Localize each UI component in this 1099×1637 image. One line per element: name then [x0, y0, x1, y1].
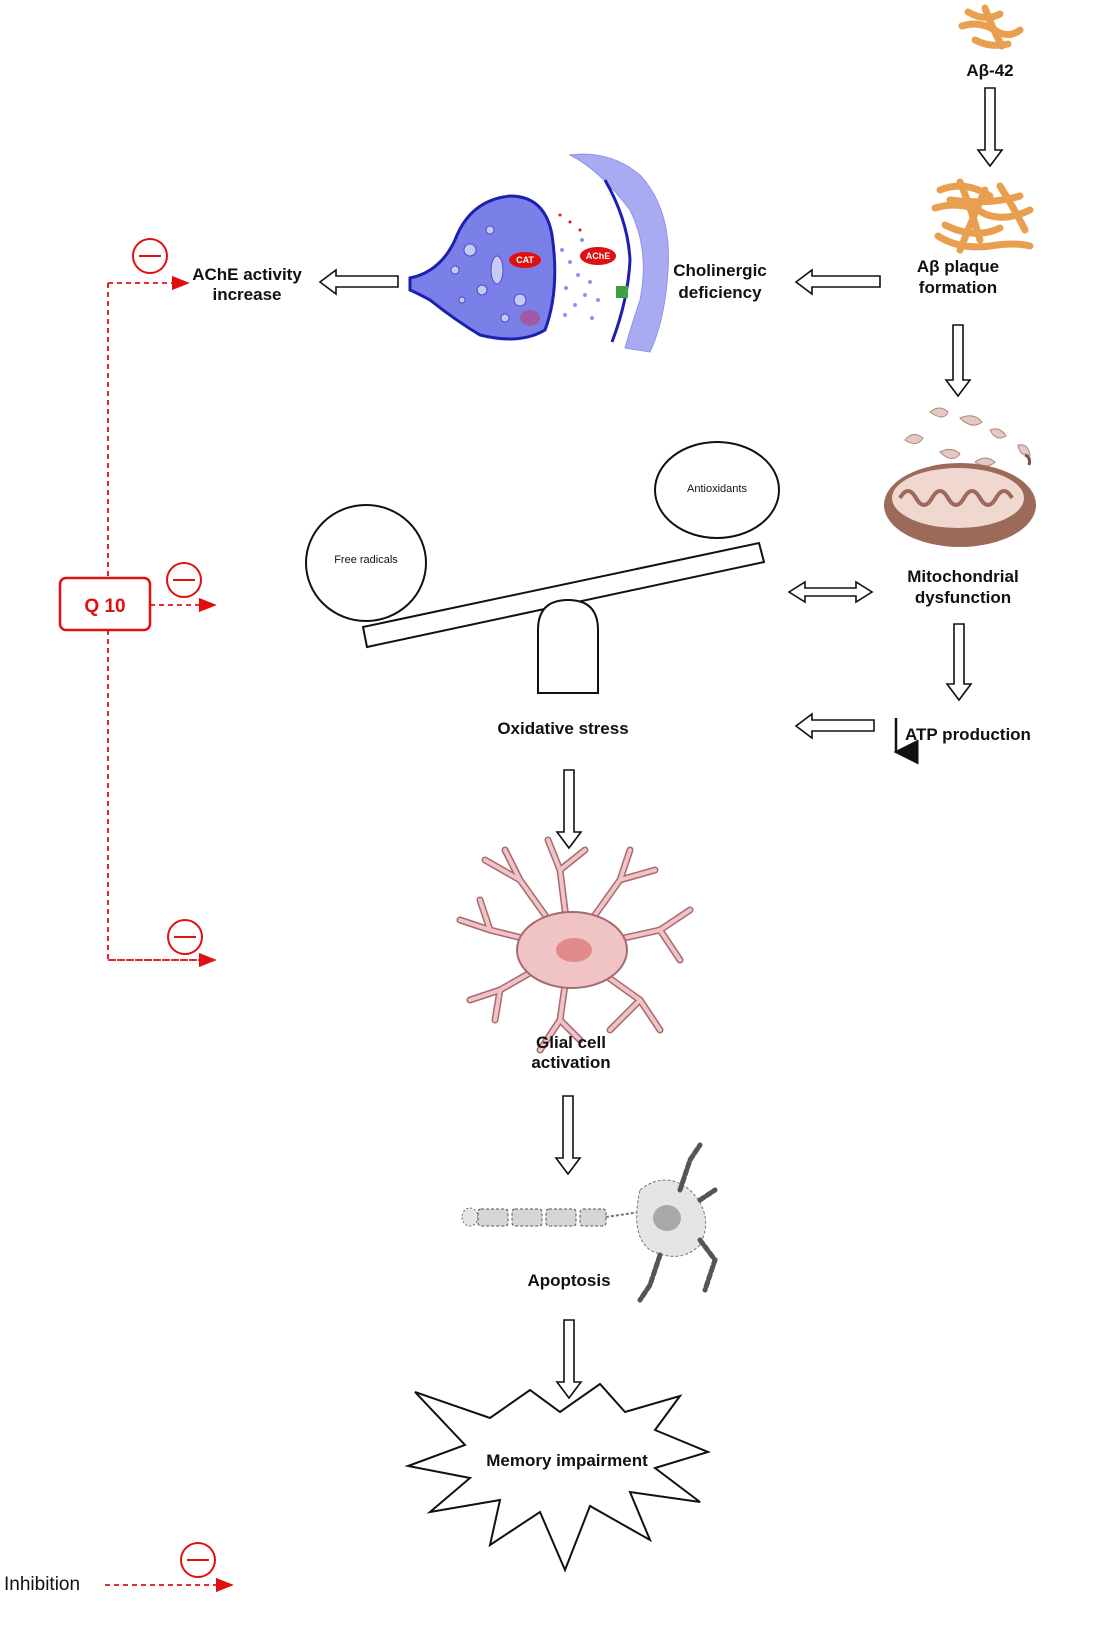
arrow-abeta-to-plaque [976, 87, 1004, 168]
mitochondria-label-line1: Mitochondrial [907, 567, 1018, 586]
cholinergic-label-line2: deficiency [678, 283, 762, 302]
memory-impairment-starburst [404, 1382, 711, 1573]
glial-activation-label-line2: activation [531, 1053, 610, 1072]
arrow-oxidative-mitochondria-bidirectional [787, 580, 874, 604]
apoptosis-label: Apoptosis [527, 1271, 610, 1290]
memory-impairment-label: Memory impairment [486, 1451, 648, 1470]
arrow-glial-to-apoptosis [554, 1095, 582, 1176]
ache-activity-label-line1: AChE activity [192, 265, 302, 284]
q10-box [58, 576, 152, 632]
q10-inhibition-line [107, 283, 213, 961]
ache-activity-label-line2: increase [213, 285, 282, 304]
arrow-mitochondria-to-atp [945, 623, 973, 702]
apoptotic-neuron-icon [461, 1142, 718, 1303]
inhibition-symbol-icon [167, 919, 203, 955]
cholinergic-label-line1: Cholinergic [673, 261, 767, 280]
abeta-plaque-label-line2: formation [919, 278, 997, 297]
arrow-synapse-to-ache [318, 268, 399, 296]
abeta42-fibril-icon [958, 4, 1024, 50]
legend-inhibition-symbol-icon [180, 1542, 216, 1578]
legend-inhibition-label: Inhibition [4, 1574, 80, 1595]
oxidative-stress-label: Oxidative stress [497, 719, 628, 738]
arrow-atp-to-oxidative [794, 712, 875, 740]
q10-label: Q 10 [84, 596, 125, 617]
abeta-plaque-label-line1: Aβ plaque [917, 257, 999, 276]
glial-cell-icon [456, 836, 694, 1054]
abeta42-label: Aβ-42 [966, 61, 1013, 80]
mitochondria-icon [884, 407, 1036, 547]
arrow-oxidative-to-glial [555, 769, 583, 850]
antioxidants-label: Antioxidants [687, 483, 747, 495]
arrow-plaque-to-mitochondria [944, 324, 972, 398]
abeta-plaque-icon [931, 178, 1034, 254]
atp-production-label: ATP production [905, 725, 1031, 744]
mitochondria-label-line2: dysfunction [915, 588, 1011, 607]
free-radicals-label: Free radicals [334, 554, 398, 566]
inhibition-symbol-icon [166, 562, 202, 598]
oxidative-balance-seesaw [305, 441, 780, 694]
ache-enzyme-label: AChE [586, 251, 611, 261]
synapse-illustration: CAT AChE [408, 153, 669, 353]
cat-enzyme-label: CAT [516, 255, 534, 265]
arrow-apoptosis-to-memory [555, 1319, 583, 1400]
inhibition-symbol-icon [132, 238, 168, 274]
glial-activation-label-line1: Glial cell [536, 1033, 606, 1052]
arrow-plaque-to-cholinergic [794, 268, 881, 296]
